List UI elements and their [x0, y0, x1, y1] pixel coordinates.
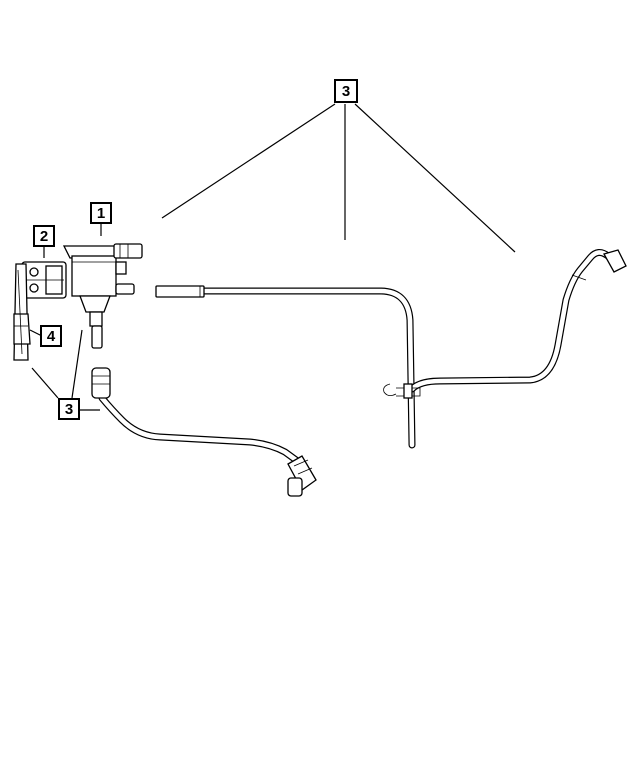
leader-lines-top: [161, 103, 516, 253]
callout-2: 2: [33, 225, 55, 247]
lower-vent-tube: [91, 367, 317, 497]
purge-solenoid: [62, 243, 143, 349]
right-vent-tube: [408, 249, 627, 393]
upper-vent-tube: [155, 285, 416, 449]
callout-3-top: 3: [334, 79, 358, 103]
bracket-arm: [13, 263, 31, 361]
callout-1: 1: [90, 202, 112, 224]
callout-3-bottom: 3: [58, 398, 80, 420]
callout-4: 4: [40, 325, 62, 347]
mounting-bracket: [21, 261, 67, 299]
tube-clip: [383, 383, 421, 399]
